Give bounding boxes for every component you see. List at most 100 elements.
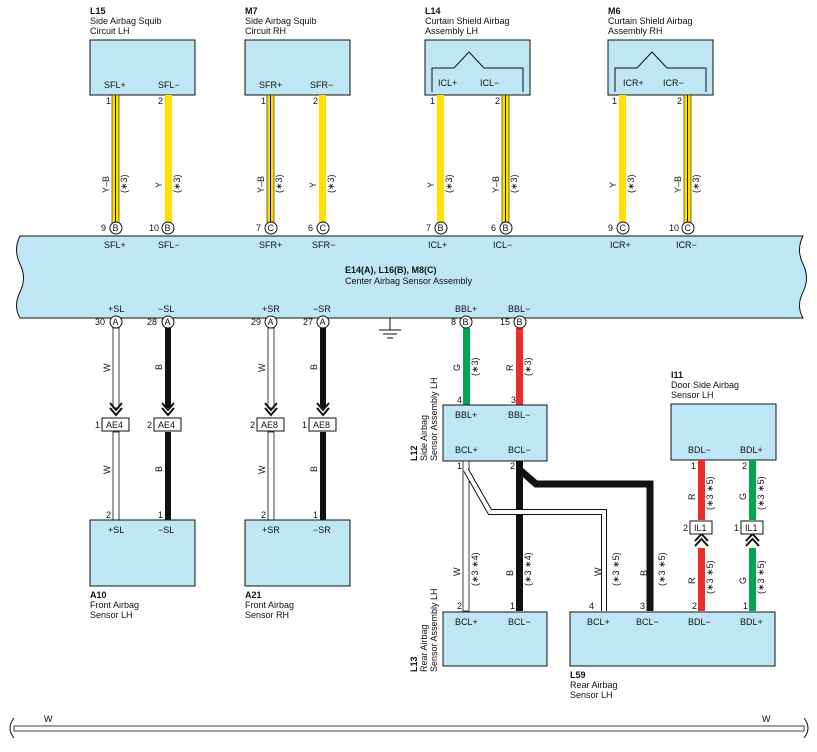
- svg-text:−SR: −SR: [313, 525, 331, 535]
- center-airbag-sensor-assembly: E14(A), L16(B), M8(C) Center Airbag Sens…: [16, 235, 807, 319]
- svg-text:2: 2: [692, 601, 697, 611]
- center-ids: E14(A), L16(B), M8(C): [345, 265, 437, 275]
- svg-text:1: 1: [106, 96, 111, 106]
- svg-text:3: 3: [640, 601, 645, 611]
- svg-text:30: 30: [95, 317, 105, 327]
- svg-text:L59: L59: [570, 670, 586, 680]
- bottom-wire-label-left: W: [44, 714, 53, 724]
- svg-text:(∗3): (∗3): [172, 174, 182, 193]
- svg-text:R: R: [687, 577, 697, 584]
- svg-text:2: 2: [147, 420, 152, 430]
- l12-wires: B 8 B 15 G (∗3) R (∗3) 4 3: [451, 315, 533, 405]
- svg-text:+SL: +SL: [108, 304, 124, 314]
- svg-text:ICL+: ICL+: [438, 78, 457, 88]
- svg-text:Y–B: Y–B: [491, 176, 501, 193]
- svg-text:2: 2: [495, 96, 500, 106]
- svg-text:W: W: [102, 465, 112, 474]
- svg-text:1: 1: [457, 461, 462, 471]
- svg-text:(∗3 ∗4): (∗3 ∗4): [523, 552, 533, 586]
- svg-text:(∗3 ∗4): (∗3 ∗4): [470, 552, 480, 586]
- svg-text:−SL: −SL: [158, 304, 174, 314]
- top-connector-pins: B 9 B 10 C 7 C 6 B 7 B 6 C 9 C 10: [101, 221, 695, 235]
- svg-text:BBL+: BBL+: [455, 304, 477, 314]
- svg-text:27: 27: [303, 317, 313, 327]
- component-l12: BBL+ BBL− BCL+ BCL− L12 Side Airbag Sens…: [409, 377, 548, 462]
- svg-text:ICR+: ICR+: [610, 240, 631, 250]
- svg-text:W: W: [257, 363, 267, 372]
- svg-text:Circuit RH: Circuit RH: [245, 26, 286, 36]
- svg-text:2: 2: [250, 420, 255, 430]
- svg-text:2: 2: [261, 510, 266, 520]
- svg-text:Door Side Airbag: Door Side Airbag: [671, 380, 739, 390]
- i11-wires: 1 2 R (∗3 ∗5) G (∗3 ∗5) 2 IL1 1 IL1 R (∗…: [683, 460, 766, 611]
- svg-text:28: 28: [147, 317, 157, 327]
- svg-text:SFR−: SFR−: [310, 80, 333, 90]
- svg-text:9: 9: [608, 223, 613, 233]
- svg-text:(∗3 ∗5): (∗3 ∗5): [756, 560, 766, 594]
- svg-text:−SR: −SR: [313, 304, 331, 314]
- svg-text:BDL−: BDL−: [688, 617, 711, 627]
- ground-symbol: [379, 318, 401, 339]
- svg-text:Sensor LH: Sensor LH: [570, 690, 613, 700]
- svg-text:M6: M6: [608, 6, 621, 16]
- svg-text:1: 1: [95, 420, 100, 430]
- svg-text:ICR+: ICR+: [623, 78, 644, 88]
- svg-text:A: A: [320, 317, 326, 327]
- svg-text:ICL+: ICL+: [428, 240, 447, 250]
- component-l15: L15 Side Airbag Squib Circuit LH SFL+ SF…: [89, 6, 196, 96]
- svg-text:(∗3 ∗5): (∗3 ∗5): [705, 560, 715, 594]
- svg-text:BBL+: BBL+: [455, 410, 477, 420]
- svg-text:Y: Y: [426, 182, 436, 188]
- svg-text:Y–B: Y–B: [101, 176, 111, 193]
- svg-text:(∗3): (∗3): [274, 174, 284, 193]
- svg-text:2: 2: [158, 96, 163, 106]
- svg-text:W: W: [452, 567, 462, 576]
- svg-text:ICR−: ICR−: [676, 240, 697, 250]
- svg-text:Front Airbag: Front Airbag: [90, 600, 139, 610]
- svg-text:6: 6: [308, 223, 313, 233]
- svg-text:Circuit LH: Circuit LH: [90, 26, 130, 36]
- svg-text:BCL+: BCL+: [455, 445, 478, 455]
- svg-text:Rear Airbag: Rear Airbag: [570, 680, 618, 690]
- top-component-pin-numbers: 1 2 1 2 1 2 1 2: [106, 96, 682, 106]
- front-sensor-labels: A 30 A 28 A 29 A 27 W B W B W B W B: [95, 315, 330, 474]
- svg-text:8: 8: [451, 317, 456, 327]
- svg-text:6: 6: [491, 223, 496, 233]
- svg-text:AE8: AE8: [313, 420, 330, 430]
- svg-text:1: 1: [612, 96, 617, 106]
- svg-text:B: B: [165, 223, 171, 233]
- svg-text:1: 1: [302, 420, 307, 430]
- svg-text:SFR−: SFR−: [312, 240, 335, 250]
- svg-text:B: B: [309, 364, 319, 370]
- svg-text:(∗3): (∗3): [444, 174, 454, 193]
- svg-text:BBL−: BBL−: [508, 410, 530, 420]
- svg-text:(∗3 ∗5): (∗3 ∗5): [657, 552, 667, 586]
- svg-text:1: 1: [158, 510, 163, 520]
- svg-text:R: R: [687, 493, 697, 500]
- svg-text:Sensor LH: Sensor LH: [671, 390, 714, 400]
- svg-text:C: C: [685, 223, 692, 233]
- svg-text:R: R: [505, 364, 515, 371]
- svg-text:Side Airbag: Side Airbag: [419, 415, 429, 461]
- svg-text:Sensor Assembly LH: Sensor Assembly LH: [429, 588, 439, 672]
- svg-text:BDL+: BDL+: [740, 445, 763, 455]
- svg-text:W: W: [593, 567, 603, 576]
- svg-text:B: B: [309, 466, 319, 472]
- svg-text:BDL+: BDL+: [740, 617, 763, 627]
- svg-text:IL1: IL1: [694, 523, 707, 533]
- svg-text:15: 15: [500, 317, 510, 327]
- svg-text:B: B: [517, 317, 523, 327]
- svg-text:BCL−: BCL−: [636, 617, 659, 627]
- svg-text:Y–B: Y–B: [256, 176, 266, 193]
- svg-text:SFL+: SFL+: [104, 240, 126, 250]
- svg-text:2: 2: [742, 461, 747, 471]
- svg-text:B: B: [438, 223, 444, 233]
- svg-text:AE4: AE4: [158, 420, 175, 430]
- svg-text:G: G: [452, 364, 462, 371]
- svg-text:Assembly LH: Assembly LH: [425, 26, 478, 36]
- svg-text:SFR+: SFR+: [259, 240, 282, 250]
- l12-lower-wires: 1 2 W (∗3 ∗4) B (∗3 ∗4) W (∗3 ∗5) B (∗3 …: [452, 460, 667, 612]
- svg-text:W: W: [257, 465, 267, 474]
- svg-text:1: 1: [510, 601, 515, 611]
